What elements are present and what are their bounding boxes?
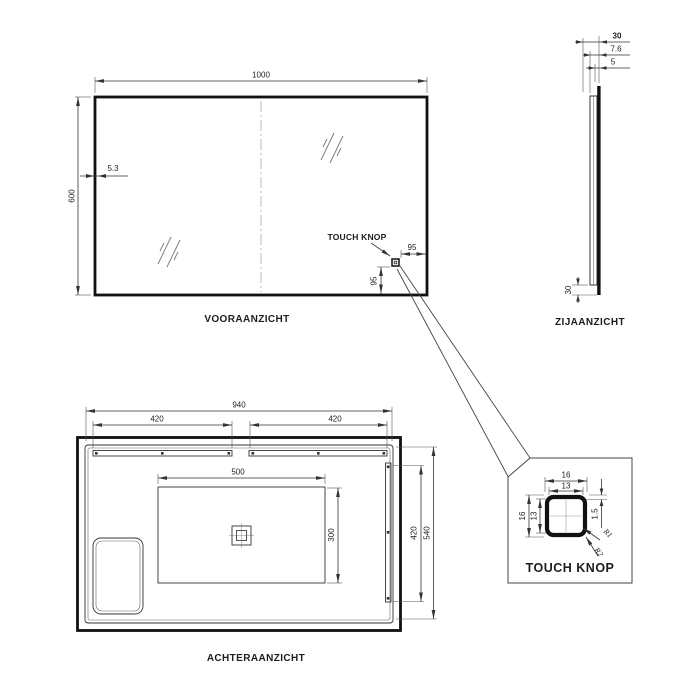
dim-side-thickness: 7.6 xyxy=(583,45,630,57)
driver-box xyxy=(92,537,144,615)
touch-knop-label: TOUCH KNOP xyxy=(328,232,387,242)
detail-outer-height-value: 16 xyxy=(518,511,527,520)
dim-detail-inner-width: 13 xyxy=(548,482,584,495)
dim-zone-height: 300 xyxy=(327,487,342,584)
side-view: 30 7.6 5 30 ZIJAANZICHT xyxy=(555,32,630,328)
glass-symbol-bottom-left xyxy=(157,236,181,268)
led-strip-top-left xyxy=(92,450,233,457)
back-outline xyxy=(76,436,402,632)
touch-offset-y-value: 95 xyxy=(370,276,379,285)
front-height-value: 600 xyxy=(68,189,77,203)
dim-side-depth: 30 xyxy=(575,32,630,44)
back-view-label: ACHTERAANZICHT xyxy=(207,653,305,664)
touch-button xyxy=(391,258,400,267)
dim-front-bezel: 5.3 xyxy=(80,164,128,178)
back-frame-width-value: 940 xyxy=(232,401,246,410)
dim-zone-width: 500 xyxy=(157,468,326,484)
led-top-left-value: 420 xyxy=(150,415,164,424)
front-view: 1000 600 5.3 TOUCH KNOP 95 xyxy=(68,71,429,325)
side-glass-profile xyxy=(597,86,601,295)
dim-detail-outer-width: 16 xyxy=(544,471,588,492)
detail-inner-width-value: 13 xyxy=(562,482,571,491)
front-view-label: VOORAANZICHT xyxy=(204,314,289,325)
dim-led-top-right: 420 xyxy=(249,415,388,448)
detail-leader-lines xyxy=(396,265,531,477)
side-glass-value: 5 xyxy=(611,58,616,67)
dim-led-top-left: 420 xyxy=(92,415,233,448)
dim-side-glass: 5 xyxy=(586,58,630,70)
touch-knop-callout: TOUCH KNOP xyxy=(328,232,400,267)
back-frame-height-value: 540 xyxy=(423,526,432,540)
touch-button-section xyxy=(544,494,588,538)
front-bezel-value: 5.3 xyxy=(107,164,119,173)
dim-side-bottom-gap: 30 xyxy=(564,277,597,303)
dim-front-height: 600 xyxy=(68,96,91,296)
front-width-value: 1000 xyxy=(252,71,270,80)
led-strip-top-right xyxy=(248,450,388,457)
detail-outer-width-value: 16 xyxy=(562,471,571,480)
detail-wall-value: 1.5 xyxy=(591,508,600,520)
dim-back-frame-height: 540 xyxy=(396,446,437,620)
back-inner-frame-2 xyxy=(87,447,391,621)
led-strip-right xyxy=(385,462,392,603)
dim-front-width: 1000 xyxy=(94,71,428,93)
back-view: 940 420 420 500 300 xyxy=(76,401,437,664)
dim-touch-offset-x: 95 xyxy=(400,243,426,258)
side-bottom-gap-value: 30 xyxy=(564,285,573,294)
dim-detail-inner-height: 13 xyxy=(530,498,546,534)
zone-width-value: 500 xyxy=(231,468,245,477)
led-side-value: 420 xyxy=(410,526,419,540)
touch-button-inner xyxy=(393,260,398,265)
dim-led-side: 420 xyxy=(393,465,424,602)
dim-detail-outer-height: 16 xyxy=(518,494,544,538)
mounting-zone xyxy=(157,486,326,584)
junction-box-symbol xyxy=(229,523,254,548)
detail-inner-height-value: 13 xyxy=(530,511,539,520)
glass-symbol-top-right xyxy=(320,132,344,164)
detail-view-label: TOUCH KNOP xyxy=(526,561,615,575)
zone-height-value: 300 xyxy=(327,528,336,542)
dim-back-frame-width: 940 xyxy=(85,401,393,441)
dim-touch-offset-y: 95 xyxy=(370,266,390,294)
side-thickness-value: 7.6 xyxy=(610,45,622,54)
dim-detail-wall: 1.5 xyxy=(586,479,607,528)
side-depth-value: 30 xyxy=(613,32,622,41)
side-view-label: ZIJAANZICHT xyxy=(555,317,625,328)
detail-view: 16 13 16 13 xyxy=(507,457,633,584)
led-top-right-value: 420 xyxy=(328,415,342,424)
back-inner-frame xyxy=(84,444,394,624)
touch-offset-x-value: 95 xyxy=(408,243,417,252)
